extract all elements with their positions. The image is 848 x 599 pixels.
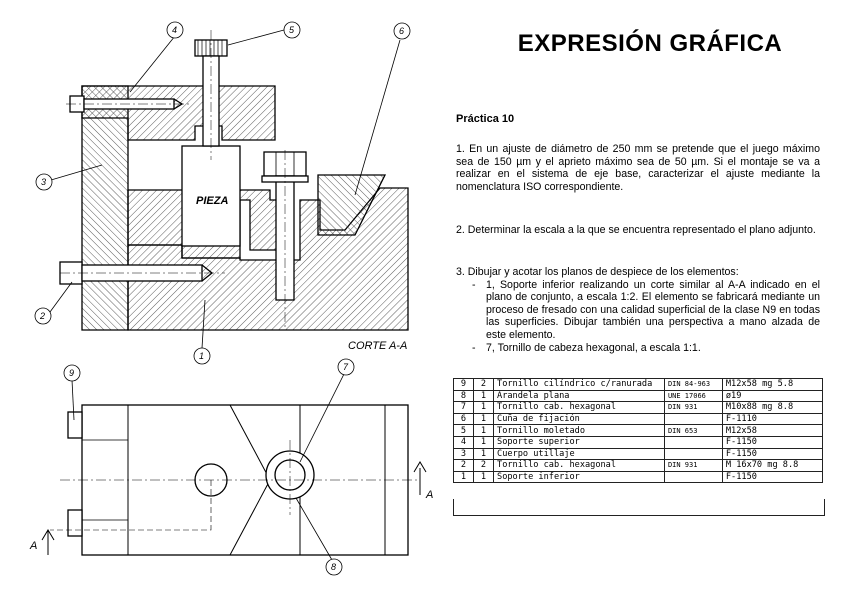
part-qty-cell: 1 [473, 412, 495, 426]
part-name-cell: Cuerpo utillaje [493, 447, 665, 461]
exercise-3-item-2: 7, Tornillo de cabeza hexagonal, a escal… [472, 342, 820, 355]
part-name-cell: Soporte superior [493, 435, 665, 449]
part-obs-cell: F-1150 [721, 470, 824, 484]
exercise-3: 3. Dibujar y acotar los planos de despie… [456, 266, 820, 354]
body-part [81, 85, 129, 331]
svg-text:1: 1 [199, 351, 204, 361]
part-mark-cell: 9 [452, 378, 475, 391]
piece-label: PIEZA [196, 195, 228, 207]
part-norm-cell [663, 412, 723, 426]
part-obs-cell: M 16x70 mg 8.8 [721, 459, 824, 472]
part-obs-cell: M12x58 mg 5.8 [721, 378, 824, 391]
section-mark-left: A [29, 540, 37, 552]
svg-text:6: 6 [399, 26, 404, 36]
part-name-cell: Tornillo moletado [493, 424, 665, 437]
part-norm-cell: DIN 931 [663, 459, 723, 472]
part-name-cell: Tornillo cab. hexagonal [493, 401, 665, 414]
svg-text:3: 3 [41, 177, 46, 187]
part-obs-cell: F-1150 [721, 435, 824, 449]
part-name-cell: Tornillo cilíndrico c/ranurada [493, 378, 665, 391]
part-obs-cell: F-1110 [721, 412, 824, 426]
part-qty-cell: 1 [473, 424, 495, 437]
assembly-drawing: PIEZA CORTE A-A A A 4 5 6 3 2 1 9 7 8 [29, 21, 433, 576]
part-obs-cell: ø19 [721, 389, 824, 403]
exercise-3-list: 1, Soporte inferior realizando un corte … [456, 279, 820, 355]
balloon-7 [337, 358, 355, 376]
exercise-3-item-1: 1, Soporte inferior realizando un corte … [472, 279, 820, 342]
part-mark-cell: 5 [452, 424, 475, 437]
exercise-1: 1. En un ajuste de diámetro de 250 mm se… [456, 143, 820, 193]
part-norm-cell [663, 470, 723, 484]
parts-list-frame [453, 499, 825, 516]
part-name-cell: Cuña de fijación [493, 412, 665, 426]
part-obs-cell: M12x58 [721, 424, 824, 437]
svg-text:7: 7 [343, 362, 349, 372]
balloon-3 [35, 173, 53, 191]
section-view [59, 30, 409, 331]
part-qty-cell: 1 [473, 470, 495, 484]
part-mark-cell: 4 [452, 435, 475, 449]
section-mark-right: A [425, 489, 433, 501]
part-mark-cell: 7 [452, 401, 475, 414]
balloon-2 [34, 307, 52, 325]
part-qty-cell: 2 [473, 459, 495, 472]
part-norm-cell [663, 435, 723, 449]
practice-heading: Práctica 10 [456, 113, 515, 125]
part-mark-cell: 1 [452, 470, 475, 484]
page-title: EXPRESIÓN GRÁFICA [517, 30, 783, 57]
exercise-3-intro: 3. Dibujar y acotar los planos de despie… [456, 266, 739, 278]
part-mark-cell: 3 [452, 447, 475, 461]
part-norm-cell [663, 447, 723, 461]
balloon-1 [193, 347, 211, 365]
part-mark-cell: 2 [452, 459, 475, 472]
part-name-cell: Arandela plana [493, 389, 665, 403]
part-name-cell: Soporte inferior [493, 470, 665, 484]
svg-text:2: 2 [39, 311, 45, 321]
part-mark-cell: 6 [452, 412, 475, 426]
part-qty-cell: 2 [473, 378, 495, 391]
balloon-8 [325, 558, 343, 576]
part-name-cell: Tornillo cab. hexagonal [493, 459, 665, 472]
section-label: CORTE A-A [348, 340, 407, 352]
part-mark-cell: 8 [452, 389, 475, 403]
wedge-part [317, 174, 387, 236]
svg-text:9: 9 [69, 368, 74, 378]
part-norm-cell: DIN 931 [663, 401, 723, 414]
balloon-5 [283, 21, 301, 39]
svg-text:8: 8 [331, 562, 336, 572]
balloon-9 [63, 364, 81, 382]
part-qty-cell: 1 [473, 447, 495, 461]
part-qty-cell: 1 [473, 401, 495, 414]
part-norm-cell: DIN 653 [663, 424, 723, 437]
part-norm-cell: UNE 17066 [663, 389, 723, 403]
part-qty-cell: 1 [473, 389, 495, 403]
balloon-6 [393, 22, 411, 40]
balloons: 4 5 6 3 2 1 9 7 8 [34, 21, 411, 576]
exercise-2: 2. Determinar la escala a la que se encu… [456, 224, 816, 236]
part-norm-cell: DIN 84-963 [663, 378, 723, 391]
part-obs-cell: F-1150 [721, 447, 824, 461]
plan-view [41, 404, 427, 556]
part-obs-cell: M10x88 mg 8.8 [721, 401, 824, 414]
svg-text:5: 5 [289, 25, 295, 35]
balloon-4 [166, 21, 184, 39]
part-qty-cell: 1 [473, 435, 495, 449]
svg-text:4: 4 [172, 25, 177, 35]
